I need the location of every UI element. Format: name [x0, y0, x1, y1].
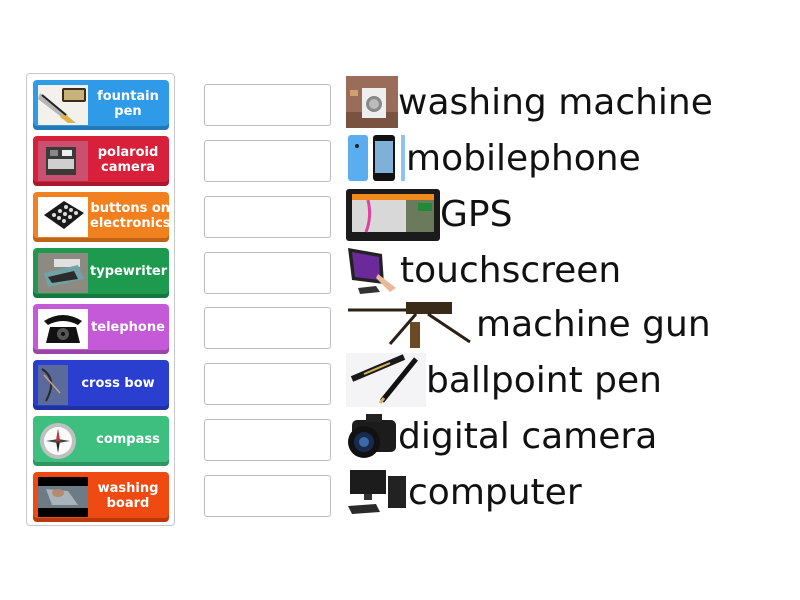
target-row-gps: GPS: [346, 187, 513, 241]
computer-icon: [346, 466, 408, 518]
target-row-touchscreen: touchscreen: [346, 244, 621, 296]
drop-slot-6[interactable]: [204, 363, 331, 405]
tile-compass[interactable]: compass: [33, 416, 169, 466]
washing-board-icon: [38, 477, 88, 517]
target-word: machine gun: [476, 303, 711, 345]
target-word: computer: [408, 471, 582, 513]
target-word: mobilephone: [406, 137, 641, 179]
drop-slot-2[interactable]: [204, 140, 331, 182]
drop-slot-7[interactable]: [204, 419, 331, 461]
target-row-computer: computer: [346, 466, 582, 518]
gps-device-icon: [346, 187, 440, 241]
tile-polaroid-camera[interactable]: polaroid camera: [33, 136, 169, 186]
tile-washing-board[interactable]: washing board: [33, 472, 169, 522]
target-word: GPS: [440, 193, 513, 235]
answer-bank: fountain pen polaroid camera: [26, 73, 175, 526]
tile-cross-bow[interactable]: cross bow: [33, 360, 169, 410]
tile-label: telephone: [91, 320, 165, 335]
machine-gun-icon: [346, 296, 476, 352]
tile-label: compass: [96, 432, 160, 447]
target-row-mobilephone: mobilephone: [346, 132, 641, 184]
tile-typewriter[interactable]: typewriter: [33, 248, 169, 298]
target-word: touchscreen: [400, 249, 622, 291]
drop-slot-8[interactable]: [204, 475, 331, 517]
target-row-digital-camera: digital camera: [346, 410, 657, 462]
tile-label: polaroid camera: [97, 144, 159, 175]
tile-label: cross bow: [81, 376, 155, 391]
digital-camera-icon: [346, 410, 398, 462]
target-row-ballpoint-pen: ballpoint pen: [346, 353, 662, 407]
drop-slot-5[interactable]: [204, 307, 331, 349]
washing-machine-icon: [346, 76, 398, 128]
drop-slot-1[interactable]: [204, 84, 331, 126]
tile-telephone[interactable]: telephone: [33, 304, 169, 354]
mobile-phone-icon: [346, 132, 406, 184]
tile-buttons-on-electronics[interactable]: buttons on electronics: [33, 192, 171, 242]
fountain-pen-icon: [38, 85, 88, 125]
drop-slot-4[interactable]: [204, 252, 331, 294]
tile-label: washing board: [97, 480, 159, 511]
target-word: washing machine: [398, 81, 713, 123]
tile-label: fountain pen: [97, 88, 159, 119]
ballpoint-pen-icon: [346, 353, 426, 407]
tile-fountain-pen[interactable]: fountain pen: [33, 80, 169, 130]
touchscreen-icon: [346, 244, 400, 296]
target-row-washing-machine: washing machine: [346, 76, 713, 128]
drop-slot-3[interactable]: [204, 196, 331, 238]
target-word: ballpoint pen: [426, 359, 662, 401]
compass-icon: [38, 421, 88, 461]
rotary-telephone-icon: [38, 309, 88, 349]
typewriter-icon: [38, 253, 88, 293]
polaroid-camera-icon: [38, 141, 88, 181]
keypad-icon: [38, 197, 88, 237]
target-word: digital camera: [398, 415, 658, 457]
crossbow-icon: [38, 365, 68, 405]
target-row-machine-gun: machine gun: [346, 296, 711, 352]
tile-label: typewriter: [90, 264, 168, 279]
tile-label: buttons on electronics: [90, 200, 171, 231]
